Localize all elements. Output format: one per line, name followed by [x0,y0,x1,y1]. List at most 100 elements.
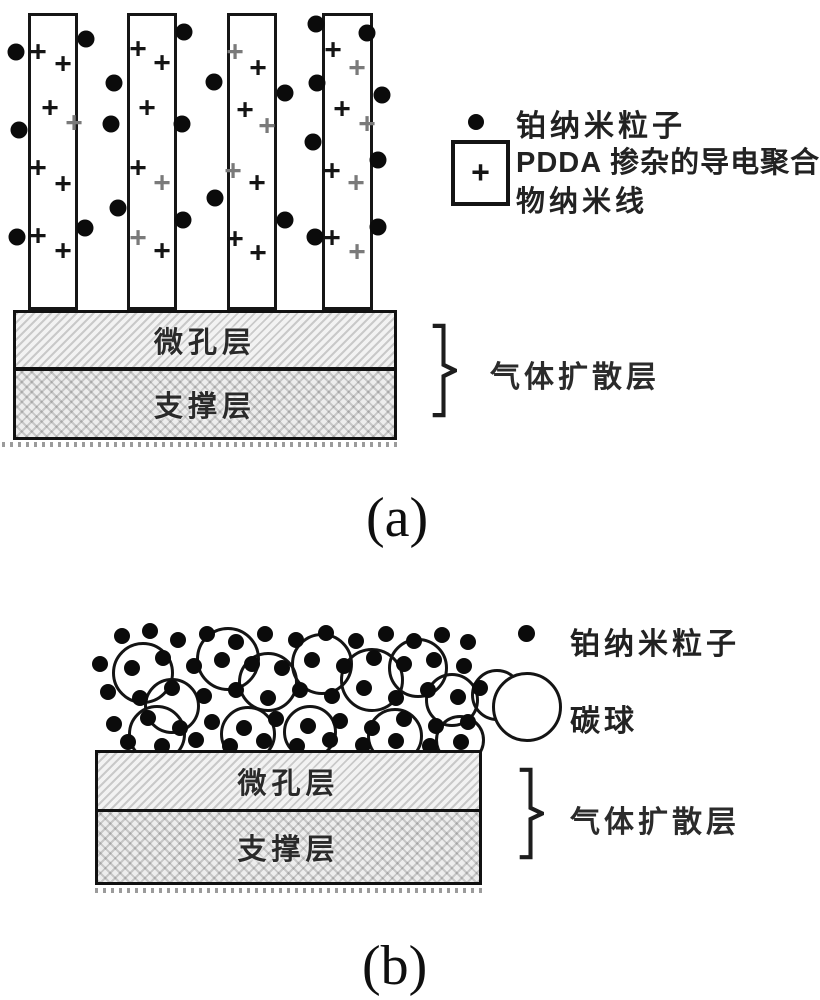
fig-b-support-label: 支撑层 [237,834,340,866]
pt-nanoparticle-dot [306,228,324,246]
pt-nanoparticle-dot [324,688,340,704]
pdda-plus-mark: + [54,166,72,199]
pt-nanoparticle-dot [355,737,371,753]
pdda-plus-mark: + [358,106,376,139]
pt-nanoparticle-dot [460,634,476,650]
pt-nanoparticle-dot [336,658,352,674]
pt-nanoparticle-dot [106,716,122,732]
pdda-plus-mark: + [153,165,171,198]
fig-a-gdl-block: 微孔层 支撑层 [13,310,397,440]
pt-nanoparticle-dot [77,30,95,48]
pdda-plus-mark: + [29,150,47,183]
fig-a-legend-nanowire-line1: PDDA 掺杂的导电聚合 [516,147,820,179]
pdda-plus-mark: + [236,92,254,125]
pdda-plus-mark: + [248,165,266,198]
pdda-plus-mark: + [54,233,72,266]
fig-b-brace [519,767,544,860]
pt-nanoparticle-dot [369,218,387,236]
pt-nanoparticle-dot [348,633,364,649]
pt-nanoparticle-dot [206,189,224,207]
pt-nanoparticle-dot [396,711,412,727]
pt-nanoparticle-dot [304,652,320,668]
polymer-nanowire [227,13,277,310]
pt-nanoparticle-dot [307,15,325,33]
pdda-plus-mark: + [324,32,342,65]
pt-nanoparticle-dot [318,625,334,641]
pdda-plus-mark: + [226,34,244,67]
pt-nanoparticle-dot [228,634,244,650]
pt-nanoparticle-dot [308,74,326,92]
fig-b-legend-pt-label: 铂纳米粒子 [570,628,740,661]
pt-nanoparticle-dot [304,133,322,151]
pt-nanoparticle-dot [124,660,140,676]
pdda-plus-mark: + [29,218,47,251]
pt-nanoparticle-dot [420,682,436,698]
pt-nanoparticle-dot [175,23,193,41]
pt-nanoparticle-legend-icon [468,114,484,130]
pt-nanoparticle-dot [100,684,116,700]
pt-nanoparticle-dot [288,632,304,648]
pdda-plus-mark: + [41,90,59,123]
polymer-nanowire [28,13,78,310]
pt-nanoparticle-dot [276,84,294,102]
pt-nanoparticle-dot [105,74,123,92]
pt-nanoparticle-dot [196,688,212,704]
fig-b-bottom-fringe [95,888,482,893]
pt-nanoparticle-dot [199,626,215,642]
pt-nanoparticle-dot [292,682,308,698]
pt-nanoparticle-dot [332,713,348,729]
fig-a-support-layer: 支撑层 [16,371,394,437]
pt-nanoparticle-dot [453,734,469,750]
pdda-plus-mark: + [348,234,366,267]
pt-nanoparticle-dot [114,628,130,644]
polymer-nanowire [127,13,177,310]
pt-nanoparticle-dot [140,710,156,726]
pt-nanoparticle-dot [358,24,376,42]
carbon-sphere-legend-icon [492,672,562,742]
pt-nanoparticle-dot [322,732,338,748]
pt-nanoparticle-dot [164,680,180,696]
fig-a-legend-nanowire-label: PDDA 掺杂的导电聚合 物纳米线 [516,144,820,222]
pt-nanoparticle-dot [428,718,444,734]
fig-b-layer-divider [98,809,479,812]
pt-nanoparticle-dot [236,720,252,736]
pdda-plus-mark: + [348,50,366,83]
pt-nanoparticle-dot [173,115,191,133]
pt-nanoparticle-dot [366,650,382,666]
fig-a-support-label: 支撑层 [153,391,256,423]
fig-a-layer-divider [16,367,394,371]
fig-a-brace [432,323,457,418]
pt-nanoparticle-dot [434,627,450,643]
pdda-plus-mark: + [129,31,147,64]
pt-nanoparticle-dot [172,720,188,736]
pt-nanoparticle-dot [378,626,394,642]
pt-nanoparticle-dot [450,689,466,705]
fig-a-bottom-fringe [2,442,402,447]
pt-nanoparticle-dot [364,720,380,736]
pt-nanoparticle-dot [356,680,372,696]
pt-nanoparticle-dot [369,151,387,169]
fig-a-microporous-label: 微孔层 [153,327,256,359]
pt-nanoparticle-dot [186,658,202,674]
pt-nanoparticle-legend-icon-b [518,625,535,642]
pdda-plus-mark: + [323,220,341,253]
fig-a-legend-pt-label: 铂纳米粒子 [516,110,686,143]
pt-nanoparticle-dot [460,714,476,730]
pt-nanoparticle-dot [373,86,391,104]
pt-nanoparticle-dot [388,733,404,749]
nanowire-legend-icon: + [451,140,510,206]
pdda-plus-mark: + [258,108,276,141]
pdda-plus-mark: + [29,34,47,67]
pdda-plus-mark: + [129,220,147,253]
pdda-plus-mark: + [138,90,156,123]
pdda-plus-mark: + [249,235,267,268]
pt-nanoparticle-dot [472,680,488,696]
pt-nanoparticle-dot [205,73,223,91]
pt-nanoparticle-dot [426,652,442,668]
pt-nanoparticle-dot [174,211,192,229]
pt-nanoparticle-dot [204,714,220,730]
fig-a-microporous-layer: 微孔层 [16,313,394,367]
pt-nanoparticle-dot [109,199,127,217]
